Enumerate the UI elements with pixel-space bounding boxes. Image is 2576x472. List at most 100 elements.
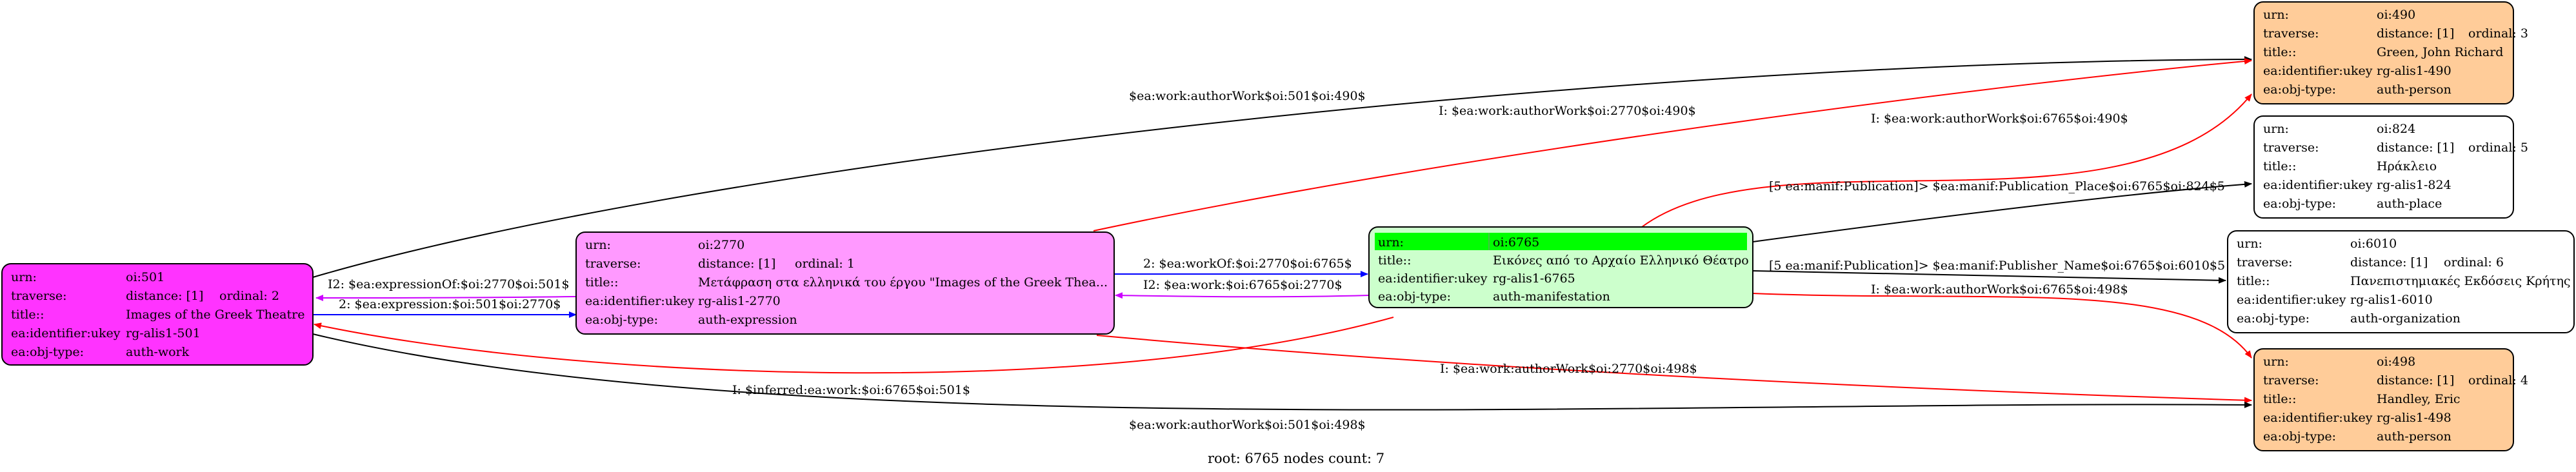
edge-label-6765-498: I: $ea:work:authorWork$oi:6765$oi:498$ — [1871, 282, 2128, 297]
row-value-ordinal: ordinal: 2 — [219, 289, 279, 303]
row-key-objtype: ea:obj-type: — [585, 313, 658, 327]
node-oi-6010[interactable]: urn: oi:6010 traverse: distance: [1] ord… — [2227, 230, 2575, 333]
row-key-objtype: ea:obj-type: — [1378, 290, 1451, 304]
edge-path-501-490 — [312, 56, 2252, 278]
row-value-urn: oi:6765 — [1493, 235, 1539, 250]
row-value-ordinal: ordinal: 5 — [2468, 141, 2528, 155]
row-key-objtype: ea:obj-type: — [2263, 429, 2336, 444]
row-value-objtype: auth-manifestation — [1493, 290, 1610, 304]
row-key-identifier: ea:identifier:ukey — [1378, 271, 1488, 286]
node-oi-2770[interactable]: urn: oi:2770 traverse: distance: [1] ord… — [575, 231, 1115, 335]
row-key-traverse: traverse: — [585, 257, 641, 271]
row-value-title: Μετάφραση στα ελληνικά του έργου "Images… — [698, 275, 1108, 290]
row-value-title: Ηράκλειο — [2377, 159, 2437, 173]
row-value-identifier: rg-alis1-2770 — [698, 294, 781, 308]
row-key-urn: urn: — [2263, 122, 2289, 136]
row-value-identifier: rg-alis1-501 — [126, 326, 201, 340]
edge-6765-2770: I2: $ea:work:$oi:6765$oi:2770$ — [1115, 278, 1370, 299]
row-value-ordinal: ordinal: 3 — [2468, 26, 2528, 41]
edge-path-6765-490 — [1641, 93, 2252, 228]
row-value-urn: oi:2770 — [698, 238, 744, 252]
edge-label-2770-498: I: $ea:work:authorWork$oi:2770$oi:498$ — [1440, 362, 1697, 376]
row-value-distance: distance: [1] — [126, 289, 203, 303]
edge-2770-501: I2: $ea:expressionOf:$oi:2770$oi:501$ — [315, 277, 577, 301]
edge-label-501-2770: 2: $ea:expression:$oi:501$oi:2770$ — [339, 297, 561, 311]
node-box — [575, 231, 1115, 335]
edge-6765-498: I: $ea:work:authorWork$oi:6765$oi:498$ — [1752, 282, 2252, 359]
row-value-identifier: rg-alis1-490 — [2377, 64, 2451, 78]
row-key-urn: urn: — [2263, 355, 2289, 369]
row-key-traverse: traverse: — [2263, 141, 2319, 155]
node-box — [2253, 115, 2514, 219]
edge-2770-498: I: $ea:work:authorWork$oi:2770$oi:498$ — [1096, 335, 2252, 404]
row-value-ordinal: ordinal: 1 — [795, 257, 855, 271]
edge-path-2770-490 — [1093, 58, 2252, 231]
row-value-identifier: rg-alis1-6010 — [2350, 293, 2433, 307]
row-value-urn: oi:501 — [126, 270, 165, 284]
row-value-objtype: auth-person — [2377, 83, 2451, 97]
row-value-objtype: auth-place — [2377, 197, 2442, 211]
row-key-traverse: traverse: — [2263, 26, 2319, 41]
row-key-identifier: ea:identifier:ukey — [2237, 293, 2346, 307]
row-key-urn: urn: — [2263, 8, 2289, 22]
row-value-title: Green, John Richard — [2377, 45, 2503, 59]
row-value-objtype: auth-expression — [698, 313, 797, 327]
edge-label-2770-501: I2: $ea:expressionOf:$oi:2770$oi:501$ — [328, 277, 570, 291]
node-oi-824[interactable]: urn: oi:824 traverse: distance: [1] ordi… — [2253, 115, 2528, 219]
row-key-urn: urn: — [585, 238, 611, 252]
edge-label-501-490: $ea:work:authorWork$oi:501$oi:490$ — [1129, 89, 1366, 103]
edge-2770-490: I: $ea:work:authorWork$oi:2770$oi:490$ — [1093, 58, 2252, 231]
edge-path-6765-6010 — [1752, 270, 2226, 284]
row-key-objtype: ea:obj-type: — [2237, 311, 2310, 326]
node-oi-498[interactable]: urn: oi:498 traverse: distance: [1] ordi… — [2253, 348, 2528, 451]
row-value-distance: distance: [1] — [2350, 255, 2428, 270]
row-key-title: title:: — [11, 308, 44, 322]
row-key-urn: urn: — [2237, 237, 2262, 251]
row-value-urn: oi:498 — [2377, 355, 2415, 369]
row-key-identifier: ea:identifier:ukey — [2263, 411, 2373, 425]
row-value-distance: distance: [1] — [2377, 373, 2454, 388]
node-box — [1, 263, 314, 366]
row-value-title: Εικόνες από το Αρχαίο Ελληνικό Θέατρο — [1493, 253, 1749, 268]
edge-label-6765-824: [5 ea:manif:Publication]> $ea:manif:Publ… — [1769, 179, 2225, 193]
edge-label-6765-501: I: $inferred:ea:work:$oi:6765$oi:501$ — [732, 383, 970, 397]
row-value-distance: distance: [1] — [2377, 141, 2454, 155]
row-key-identifier: ea:identifier:ukey — [2263, 64, 2373, 78]
edge-path-6765-498 — [1752, 293, 2252, 359]
row-value-identifier: rg-alis1-824 — [2377, 178, 2451, 192]
row-key-objtype: ea:obj-type: — [2263, 197, 2336, 211]
node-oi-501[interactable]: urn: oi:501 traverse: distance: [1] ordi… — [1, 263, 314, 366]
edge-path-2770-498 — [1096, 335, 2252, 404]
row-value-objtype: auth-work — [126, 345, 190, 359]
row-value-ordinal: ordinal: 6 — [2444, 255, 2504, 270]
node-oi-490[interactable]: urn: oi:490 traverse: distance: [1] ordi… — [2253, 1, 2528, 104]
row-value-distance: distance: [1] — [698, 257, 775, 271]
edge-label-6765-2770: I2: $ea:work:$oi:6765$oi:2770$ — [1143, 278, 1343, 292]
edge-6765-6010: [5 ea:manif:Publication]> $ea:manif:Publ… — [1752, 259, 2226, 284]
row-value-urn: oi:6010 — [2350, 237, 2397, 251]
row-value-objtype: auth-organization — [2350, 311, 2461, 326]
edge-label-2770-490: I: $ea:work:authorWork$oi:2770$oi:490$ — [1439, 104, 1696, 118]
row-key-identifier: ea:identifier:ukey — [11, 326, 121, 340]
row-value-identifier: rg-alis1-498 — [2377, 411, 2451, 425]
row-key-traverse: traverse: — [2263, 373, 2319, 388]
row-key-objtype: ea:obj-type: — [2263, 83, 2336, 97]
root-highlight — [1375, 233, 1747, 250]
row-value-urn: oi:490 — [2377, 8, 2415, 22]
edge-path-2770-501 — [315, 294, 577, 301]
row-key-title: title:: — [2237, 274, 2270, 288]
node-oi-6765[interactable]: urn: oi:6765 title:: Εικόνες από το Αρχα… — [1368, 226, 1753, 308]
edge-path-501-498 — [312, 333, 2252, 411]
edge-label-2770-6765: 2: $ea:workOf:$oi:2770$oi:6765$ — [1143, 257, 1352, 271]
row-key-title: title:: — [2263, 45, 2296, 59]
node-box — [2253, 1, 2514, 104]
row-value-urn: oi:824 — [2377, 122, 2415, 136]
row-value-ordinal: ordinal: 4 — [2468, 373, 2528, 388]
edge-label-6765-6010: [5 ea:manif:Publication]> $ea:manif:Publ… — [1769, 259, 2225, 273]
row-value-identifier: rg-alis1-6765 — [1493, 271, 1575, 286]
graph-footer: root: 6765 nodes count: 7 — [1208, 451, 1384, 466]
row-key-identifier: ea:identifier:ukey — [2263, 178, 2373, 192]
row-key-traverse: traverse: — [11, 289, 67, 303]
row-key-title: title:: — [585, 275, 618, 290]
